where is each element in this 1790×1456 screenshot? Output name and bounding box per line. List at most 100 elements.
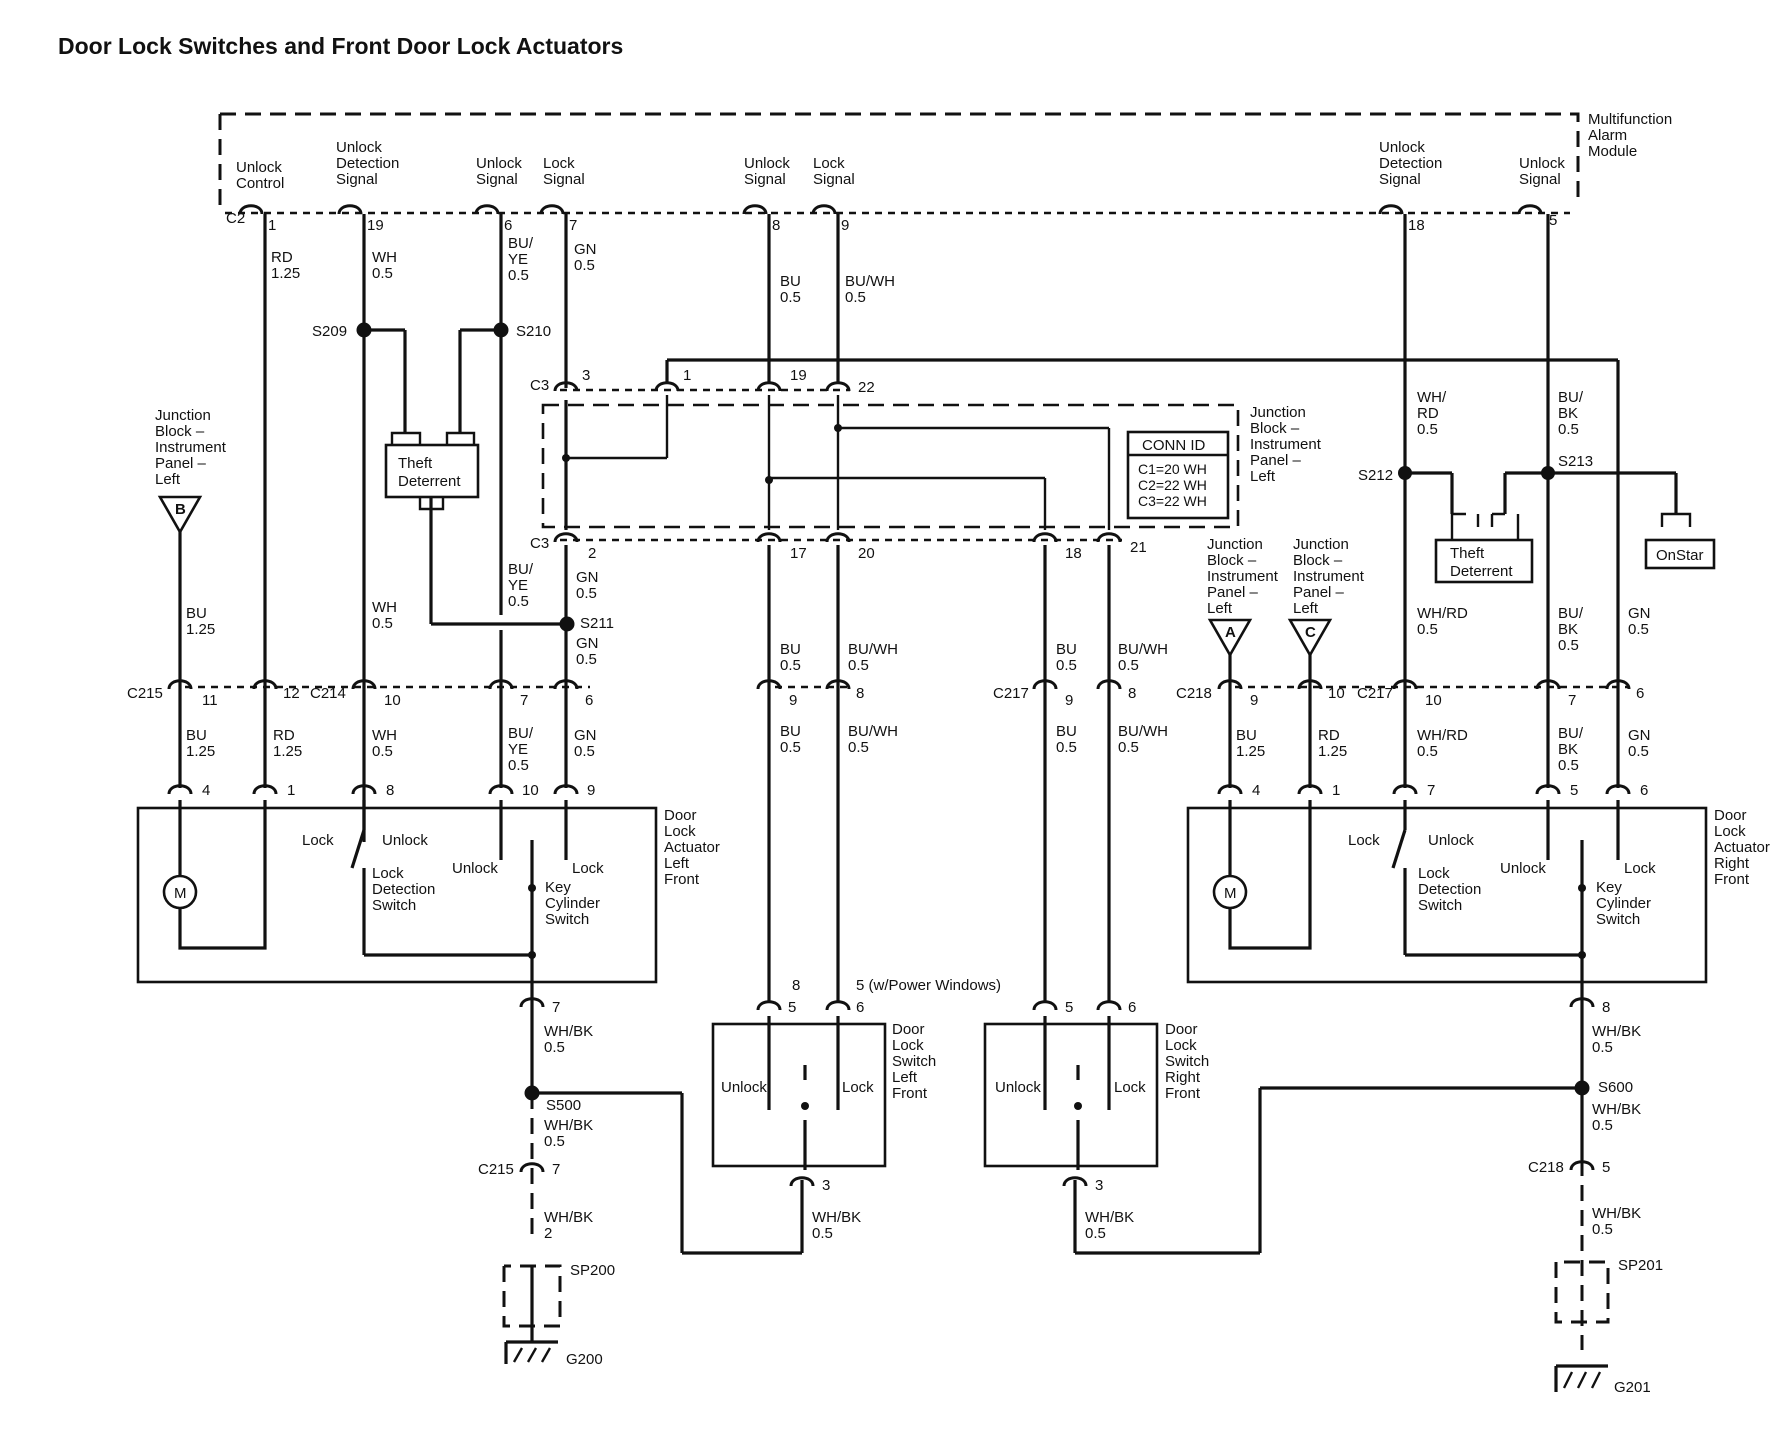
pin-number: 7 [520,692,528,709]
svg-text:Unlock: Unlock [452,860,498,877]
svg-text:Lock: Lock [572,860,604,877]
svg-text:C: C [1305,624,1316,641]
svg-text:BU1.25: BU1.25 [1236,727,1265,760]
svg-text:M: M [1224,885,1237,902]
svg-text:WH/BK2: WH/BK2 [544,1209,593,1242]
svg-text:Unlock: Unlock [1428,832,1474,849]
svg-text:7: 7 [1427,782,1435,799]
svg-text:9: 9 [587,782,595,799]
splice-s212 [1398,466,1412,480]
conn-id-title: CONN ID [1142,437,1206,454]
splice-s210 [493,322,509,338]
pin-number: 9 [841,217,849,234]
pin-number: 8 [1128,685,1136,702]
pin-number: 9 [789,692,797,709]
svg-text:3: 3 [822,1177,830,1194]
pin-number: 18 [1408,217,1425,234]
pin-number: 19 [367,217,384,234]
svg-text:WH0.5: WH0.5 [372,727,397,760]
connector-label: C217 [1357,685,1393,702]
ground-icon [1554,1364,1608,1392]
svg-text:BU/BK0.5: BU/BK0.5 [1558,389,1584,438]
svg-text:BU0.5: BU0.5 [780,273,801,306]
splice-s211 [559,616,575,632]
svg-text:Unlock: Unlock [382,832,428,849]
svg-text:5: 5 [1570,782,1578,799]
svg-text:BU/WH0.5: BU/WH0.5 [1118,641,1168,674]
module-name: Multifunction Alarm Module [1588,111,1676,160]
svg-text:4: 4 [1252,782,1260,799]
splice-label: S209 [312,323,347,340]
pin-number: 19 [790,367,807,384]
svg-text:BU/BK0.5: BU/BK0.5 [1558,605,1584,654]
svg-text:C218: C218 [1528,1159,1564,1176]
svg-text:BU/YE0.5: BU/YE0.5 [508,561,534,610]
svg-text:BU/WH0.5: BU/WH0.5 [848,641,898,674]
svg-text:G201: G201 [1614,1379,1651,1396]
svg-text:WH/RD0.5: WH/RD0.5 [1417,727,1468,760]
svg-text:WH0.5: WH0.5 [372,249,397,282]
connector-label: C217 [993,685,1029,702]
splice-label: S212 [1358,467,1393,484]
splice-label: S211 [580,615,614,632]
ground-icon [504,1340,558,1364]
wires [178,214,1678,1350]
svg-text:GN0.5: GN0.5 [576,635,599,668]
svg-text:M: M [174,885,187,902]
svg-text:WH/BK0.5: WH/BK0.5 [1592,1023,1641,1056]
splice-s500 [524,1085,540,1101]
pin-number: 11 [202,692,218,709]
svg-text:Unlock: Unlock [995,1079,1041,1096]
svg-text:WH/BK0.5: WH/BK0.5 [544,1117,593,1150]
switch-blade [350,829,366,869]
splice-label: S213 [1558,453,1593,470]
splice-label: S210 [516,323,551,340]
svg-text:RD1.25: RD1.25 [273,727,302,760]
svg-text:WH/BK0.5: WH/BK0.5 [544,1023,593,1056]
svg-text:7: 7 [552,999,560,1016]
pin-number: 10 [1328,685,1345,702]
pin-number: 1 [268,217,276,234]
pin-number: 8 [856,685,864,702]
splice-label: S500 [546,1097,581,1114]
svg-text:BU/WH0.5: BU/WH0.5 [845,273,895,306]
pin-number: 7 [1568,692,1576,709]
svg-text:6: 6 [856,999,864,1016]
svg-text:BU/BK0.5: BU/BK0.5 [1558,725,1584,774]
svg-text:BU0.5: BU0.5 [780,723,801,756]
svg-text:C215: C215 [478,1161,514,1178]
splice-pack-sp201 [1554,1260,1610,1324]
svg-text:GN0.5: GN0.5 [1628,727,1651,760]
pin-number: 8 [772,217,780,234]
svg-text:Unlock: Unlock [1500,860,1546,877]
svg-text:Lock: Lock [1348,832,1380,849]
svg-text:WH/BK0.5: WH/BK0.5 [812,1209,861,1242]
pin-number: 2 [588,545,596,562]
svg-text:G200: G200 [566,1351,603,1368]
inline-connector-row: C215 C214 C217 C218 C217 11 12 10 7 6 9 … [127,679,1644,709]
pin-number: 9 [1250,692,1258,709]
splice-label: S600 [1598,1079,1633,1096]
pin-number: 1 [683,367,691,384]
svg-text:GN0.5: GN0.5 [574,241,597,274]
svg-text:1: 1 [287,782,295,799]
pin-number: 20 [858,545,875,562]
